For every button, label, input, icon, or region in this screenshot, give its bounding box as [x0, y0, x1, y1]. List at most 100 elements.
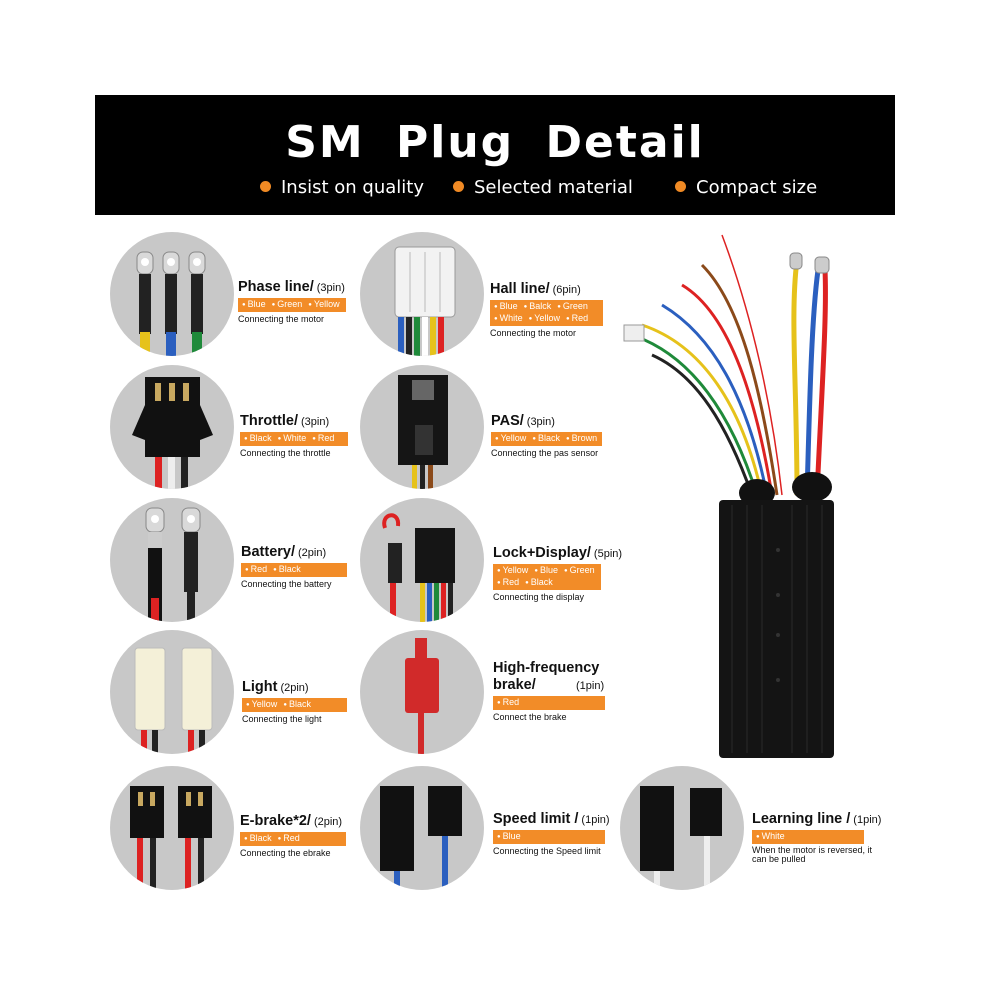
brake-connector-icon	[405, 638, 439, 754]
plug-label-learning: Learning line /(1pin) White When the mot…	[752, 810, 882, 864]
wire-color: Black	[273, 564, 301, 574]
plug-description: Connect the brake	[493, 712, 567, 722]
wire-color: Red	[245, 564, 267, 574]
feature-item: Selected material	[453, 177, 633, 198]
plug-label-ebrake: E-brake*2/(2pin) BlackRed Connecting the…	[240, 812, 346, 858]
feature-item: Compact size	[675, 177, 817, 198]
bullet-icon	[675, 181, 686, 192]
plug-description: Connecting the battery	[241, 579, 332, 589]
feature-label: Insist on quality	[281, 177, 424, 198]
color-bar: Yellow Black Brown	[491, 432, 602, 446]
plug-name: E-brake*2/	[240, 813, 311, 829]
hall-line-photo	[360, 232, 484, 356]
wire-color: White	[278, 433, 307, 443]
wire-color: Yellow	[495, 433, 526, 443]
throttle-photo	[110, 365, 234, 489]
wire-color: Brown	[566, 433, 597, 443]
ebrake-photo	[110, 766, 234, 890]
plug-pins: (3pin)	[301, 416, 330, 428]
speed-limit-connector-icon	[380, 786, 462, 890]
plug-label-battery: Battery/(2pin) Red Black Connecting the b…	[241, 543, 347, 589]
color-bar: Blue Balck GreenWhite Yellow Red	[490, 300, 603, 326]
plug-name: Lock+Display/	[493, 545, 591, 561]
wire-color: White	[494, 313, 523, 323]
feature-label: Compact size	[696, 177, 818, 198]
phase-line-photo	[110, 232, 234, 356]
plug-name: Light	[242, 679, 278, 695]
plug-pins: (1pin)	[581, 814, 610, 826]
wire-color: Red	[497, 577, 519, 587]
light-photo	[110, 630, 234, 754]
wire-color: Green	[557, 301, 588, 311]
pas-connector-icon	[398, 375, 448, 489]
pas-photo	[360, 365, 484, 489]
wire-color: Green	[564, 565, 595, 575]
plug-pins: (3pin)	[526, 416, 555, 428]
ebrake-connector-icon	[130, 786, 212, 890]
light-connector-icon	[134, 647, 213, 754]
plug-pins: (2pin)	[280, 682, 309, 694]
color-bar: Red Black	[241, 563, 347, 577]
plug-label-brake: High-frequency brake/ (1pin) Red Connect…	[493, 660, 605, 722]
lock-display-photo	[360, 498, 484, 622]
plug-description: Connecting the motor	[238, 314, 325, 324]
brake-photo	[360, 630, 484, 754]
plug-pins: (6pin)	[552, 284, 581, 296]
plug-description: Connecting the throttle	[240, 448, 331, 458]
wire-color: Yellow	[529, 313, 560, 323]
color-bar: Blue	[493, 830, 605, 844]
plug-description: Connecting the light	[242, 714, 322, 724]
wire-color: Red	[312, 433, 334, 443]
plug-label-phase: Phase line/(3pin) BlueGreenYellow Connec…	[238, 278, 346, 324]
plug-name: Learning line /	[752, 811, 851, 827]
plug-name: Phase line/	[238, 279, 314, 295]
wire-color: Red	[566, 313, 588, 323]
wire-color: Black	[532, 433, 560, 443]
plug-pins: (1pin)	[853, 814, 882, 826]
plug-name: High-frequency brake/	[493, 660, 600, 693]
plug-name: Throttle/	[240, 413, 298, 429]
bullet-icon	[260, 181, 271, 192]
wire-color: Blue	[534, 565, 558, 575]
wire-color: Yellow	[497, 565, 528, 575]
color-bar: Red	[493, 696, 605, 710]
wire-color: White	[756, 831, 785, 841]
color-bar: White	[752, 830, 864, 844]
plug-pins: (1pin)	[576, 680, 605, 692]
plug-description: Connecting the pas sensor	[491, 448, 599, 458]
plug-name: Battery/	[241, 544, 295, 560]
throttle-connector-icon	[132, 377, 213, 489]
feature-label: Selected material	[474, 177, 633, 198]
header-banner: SM Plug Detail Insist on quality Selecte…	[95, 95, 895, 215]
bullet-icon	[453, 181, 464, 192]
plug-pins: (3pin)	[316, 282, 345, 294]
battery-photo	[110, 498, 234, 622]
wire-color: Black	[283, 699, 311, 709]
display-connector-icon	[382, 513, 455, 622]
plug-description: Connecting the display	[493, 592, 585, 602]
controller-image	[622, 225, 872, 765]
wire-color: Black	[244, 833, 272, 843]
plug-name: PAS/	[491, 413, 524, 429]
battery-terminal-icon	[145, 507, 201, 622]
plug-label-speed-limit: Speed limit /(1pin) Blue Connecting the …	[493, 810, 610, 856]
color-bar: Black Red	[240, 832, 346, 846]
ring-terminal-icon	[136, 251, 206, 356]
wire-color: Red	[278, 833, 300, 843]
color-bar: BlueGreenYellow	[238, 298, 346, 312]
plug-pins: (2pin)	[298, 547, 327, 559]
learning-connector-icon	[640, 786, 722, 890]
wire-color: Blue	[494, 301, 518, 311]
plug-label-light: Light(2pin) Yellow Black Connecting the l…	[242, 678, 347, 724]
color-bar: Yellow Blue GreenRed Black	[493, 564, 601, 590]
plug-description: Connecting the ebrake	[240, 848, 331, 858]
wire-color: Balck	[524, 301, 552, 311]
hall-connector-icon	[394, 246, 456, 356]
wire-color: Yellow	[246, 699, 277, 709]
feature-item: Insist on quality	[260, 177, 424, 198]
plug-pins: (5pin)	[593, 548, 623, 560]
color-bar: Yellow Black	[242, 698, 347, 712]
color-bar: BlackWhiteRed	[240, 432, 348, 446]
wire-color: Black	[525, 577, 553, 587]
wire-color: Blue	[242, 299, 266, 309]
